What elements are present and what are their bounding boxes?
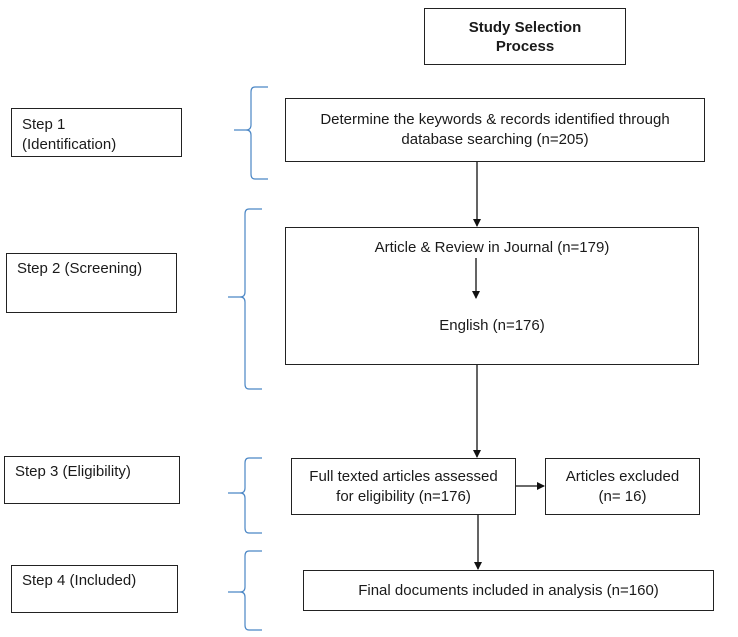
diagram-title: Study Selection Process: [424, 8, 626, 65]
step-4-label: Step 4 (Included): [11, 565, 178, 613]
title-line-2: Process: [495, 37, 555, 55]
excluded-line-1: Articles excluded: [565, 467, 680, 485]
brace-step-4: [228, 550, 262, 631]
included-box: Final documents included in analysis (n=…: [303, 570, 714, 611]
brace-step-2: [228, 208, 262, 390]
excluded-line-2: (n= 16): [598, 487, 647, 505]
brace-step-3: [228, 457, 262, 534]
eligibility-line-2: for eligibility (n=176): [336, 487, 471, 505]
screening-english-text: English (n=176): [439, 317, 545, 334]
screening-box: [285, 227, 699, 365]
title-line-1: Study Selection: [468, 18, 582, 36]
screening-articles-text: Article & Review in Journal (n=179): [374, 239, 610, 256]
step-3-label: Step 3 (Eligibility): [4, 456, 180, 504]
eligibility-box: Full texted articles assessed for eligib…: [291, 458, 516, 515]
step-2-label: Step 2 (Screening): [6, 253, 177, 313]
excluded-box: Articles excluded (n= 16): [545, 458, 700, 515]
included-text: Final documents included in analysis (n=…: [358, 581, 659, 599]
step-1-label: Step 1 (Identification): [11, 108, 182, 157]
identification-box: Determine the keywords & records identif…: [285, 98, 705, 162]
identification-line-1: Determine the keywords & records identif…: [320, 111, 670, 128]
eligibility-line-1: Full texted articles assessed: [309, 467, 498, 485]
brace-step-1: [234, 86, 268, 180]
identification-line-2: database searching (n=205): [401, 131, 589, 148]
